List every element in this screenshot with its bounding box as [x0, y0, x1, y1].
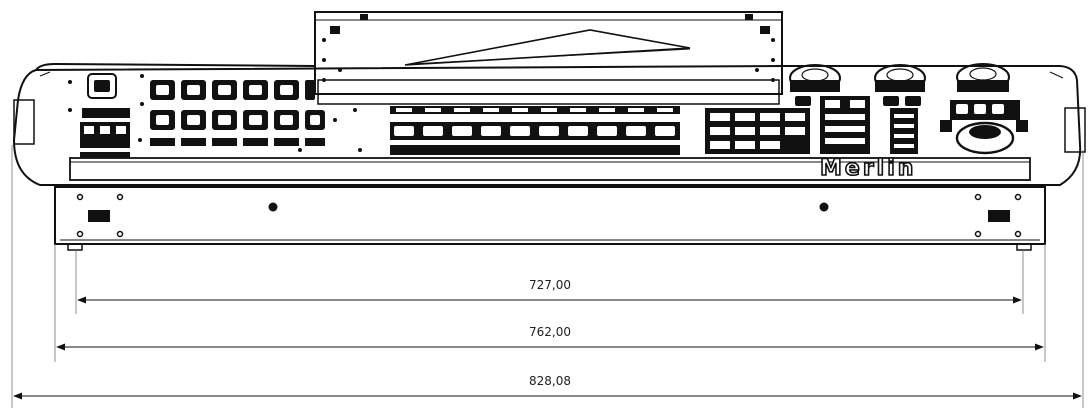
right-controls	[705, 96, 921, 154]
monitor-reflection	[404, 29, 691, 66]
fader-bank	[390, 106, 680, 155]
dimension-828-label: 828,08	[529, 374, 571, 388]
dimension-727-label: 727,00	[529, 278, 571, 292]
monitor-panel	[314, 11, 783, 105]
extension-lines	[11, 145, 1084, 408]
dimension-828: 828,08	[13, 374, 1082, 400]
key-grid	[140, 74, 362, 152]
encoder-wheels	[789, 63, 1010, 92]
dimension-762: 762,00	[56, 325, 1044, 351]
dimension-762-label: 762,00	[529, 325, 571, 339]
dimension-727: 727,00	[77, 278, 1022, 304]
trackball-area	[940, 100, 1028, 155]
brand-logo-text: Merlin	[820, 156, 916, 181]
base-plinth	[54, 186, 1046, 251]
console-body	[12, 62, 1086, 186]
left-button-cluster	[68, 73, 142, 158]
